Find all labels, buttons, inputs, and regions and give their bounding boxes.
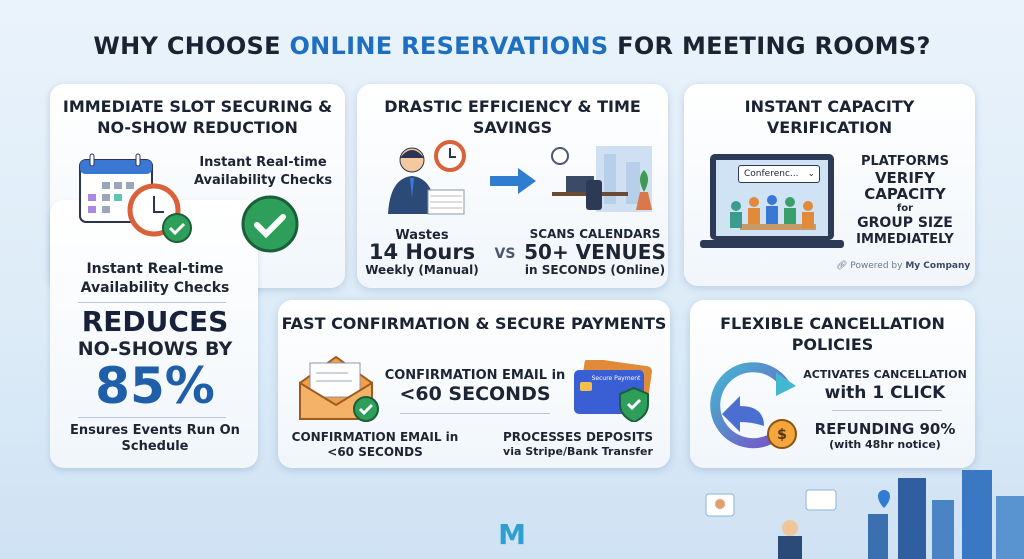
card3-l6: IMMEDIATELY xyxy=(856,232,954,247)
office-desk-icon xyxy=(551,146,652,212)
card4-right-bottom-2: via Stripe/Bank Transfer xyxy=(503,445,653,458)
card4-center-top: CONFIRMATION EMAIL in xyxy=(384,368,566,383)
card4-left-bottom: CONFIRMATION EMAIL in <60 SECONDS xyxy=(291,430,459,459)
city-skyline-illustration xyxy=(705,470,1024,559)
card5-heading: FLEXIBLE CANCELLATION POLICIES xyxy=(720,314,945,354)
calendar-clock-icon xyxy=(79,153,192,243)
title-post: FOR MEETING ROOMS? xyxy=(608,32,931,60)
card5-l3: REFUNDING 90% xyxy=(814,420,956,438)
card2-left-bottom: Weekly (Manual) xyxy=(365,263,479,277)
powered-brand: My Company xyxy=(905,261,971,271)
svg-text:$: $ xyxy=(777,427,787,443)
card1-heading: IMMEDIATE SLOT SECURING & NO-SHOW REDUCT… xyxy=(62,97,333,137)
powered-by: 🔗︎ Powered by My Company xyxy=(836,261,971,271)
card3-l4: for xyxy=(896,203,914,214)
card3-l1: PLATFORMS xyxy=(861,154,949,169)
card-label: Secure Payment xyxy=(592,375,641,382)
card4-center-value: <60 SECONDS xyxy=(399,383,551,405)
card3-l5: GROUP SIZE xyxy=(857,215,953,231)
card3-heading: INSTANT CAPACITY VERIFICATION xyxy=(744,97,915,137)
page-title: WHY CHOOSE ONLINE RESERVATIONS FOR MEETI… xyxy=(0,32,1024,60)
card3-l3: CAPACITY xyxy=(864,185,946,203)
card1-stat-line2: NO-SHOWS BY xyxy=(77,338,233,360)
card2-right-top: SCANS CALENDARS xyxy=(529,227,661,241)
card5-l1: ACTIVATES CANCELLATION xyxy=(803,368,967,381)
card1-stat-line1: REDUCES xyxy=(81,305,229,338)
card5-l4: (with 48hr notice) xyxy=(829,438,941,451)
room-type-dropdown[interactable]: Conferenc... ⌄ xyxy=(738,165,820,183)
card2-heading: DRASTIC EFFICIENCY & TIME SAVINGS xyxy=(384,97,641,137)
card4-right-bottom-1: PROCESSES DEPOSITS xyxy=(502,430,654,444)
title-pre: WHY CHOOSE xyxy=(93,32,290,60)
title-highlight: ONLINE RESERVATIONS xyxy=(289,32,609,60)
payment-card-shield-icon: Secure Payment xyxy=(574,360,652,422)
busy-worker-icon xyxy=(388,140,466,215)
card2-left-value: 14 Hours xyxy=(368,240,476,264)
card2-right-value: 50+ VENUES xyxy=(524,240,666,264)
dropdown-value: Conferenc... xyxy=(744,169,799,179)
card-slot-securing-lower xyxy=(50,200,258,468)
card1-stat-value: 85% xyxy=(95,357,215,415)
card1-check-label: Instant Real-time Availability Checks xyxy=(193,155,333,188)
chevron-down-icon: ⌄ xyxy=(807,169,815,179)
checkmark-icon xyxy=(241,195,299,253)
refund-cycle-icon: $ xyxy=(710,362,797,449)
envelope-check-icon xyxy=(299,355,379,422)
card2-right-bottom: in SECONDS (Online) xyxy=(524,263,666,277)
card5-l2: with 1 CLICK xyxy=(824,383,946,403)
brand-logo: M xyxy=(498,518,526,551)
powered-pre: Powered by xyxy=(850,261,906,271)
card2-vs: VS xyxy=(494,246,516,262)
card4-heading: FAST CONFIRMATION & SECURE PAYMENTS xyxy=(281,314,667,333)
card1-subtitle: Instant Real-time Availability Checks xyxy=(80,261,230,296)
card2-left-top: Wastes xyxy=(395,228,449,243)
card3-l2: VERIFY xyxy=(874,169,936,187)
arrow-right-icon xyxy=(490,168,536,194)
link-icon: 🔗︎ xyxy=(836,261,851,271)
card1-footer: Ensures Events Run On Schedule xyxy=(70,423,240,454)
